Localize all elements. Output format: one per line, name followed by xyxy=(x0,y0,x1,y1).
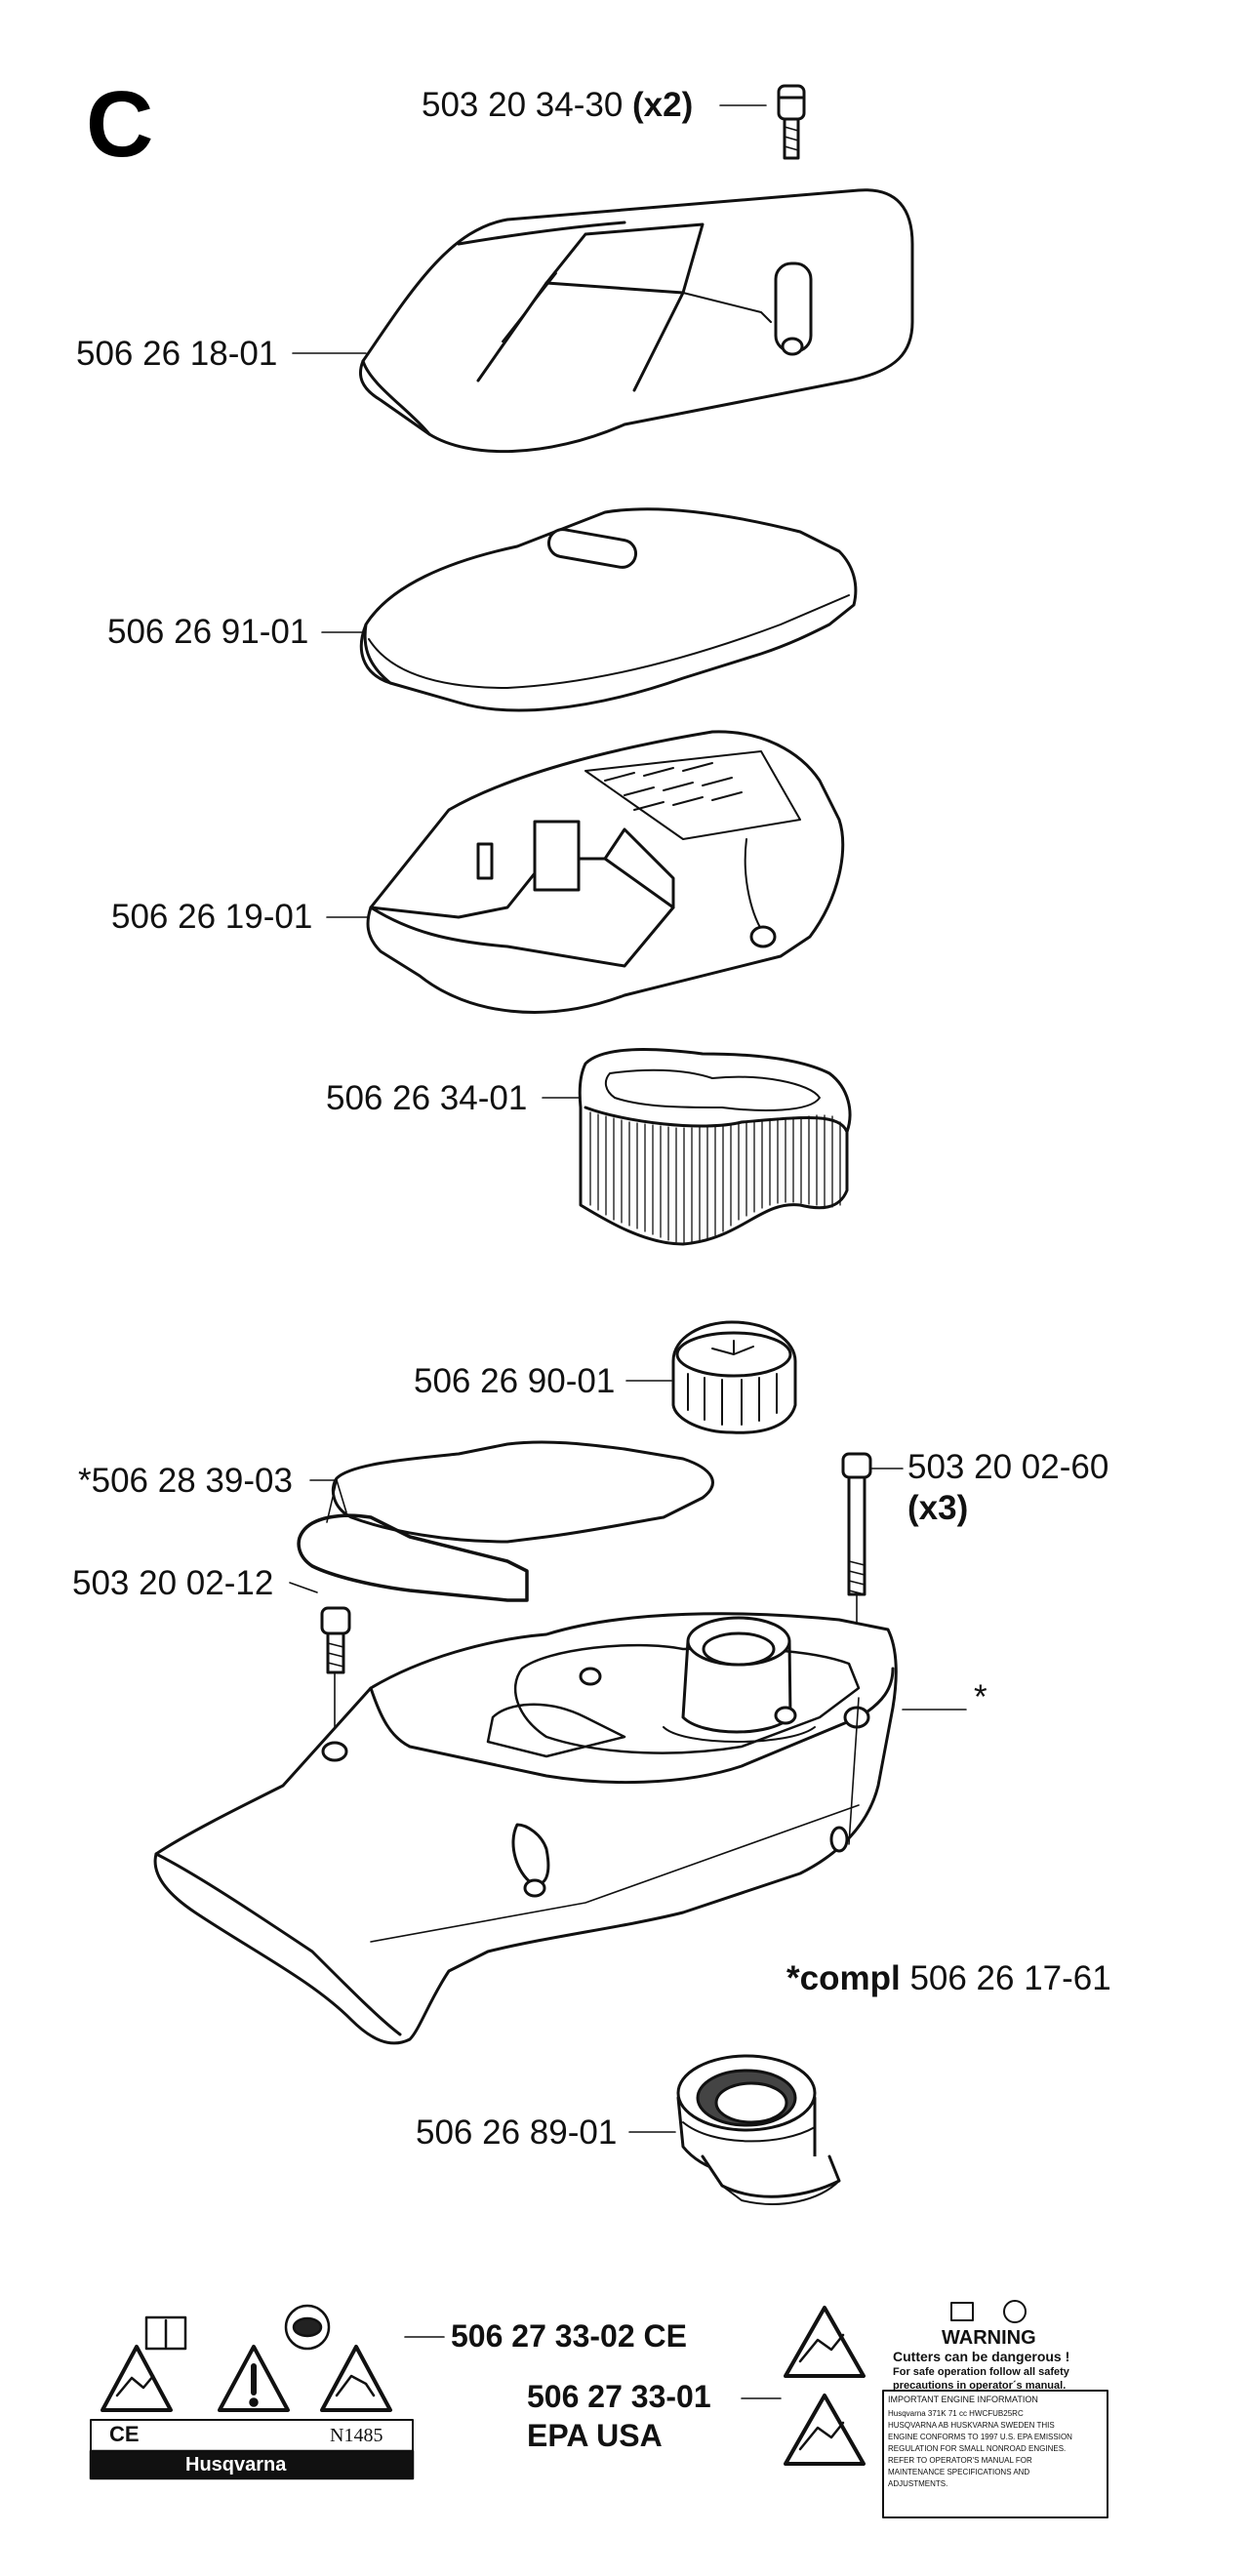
info-line: MAINTENANCE SPECIFICATIONS AND xyxy=(888,2468,1030,2476)
screw-long-qty: (x3) xyxy=(907,1489,969,1527)
compl-number: 506 26 17-61 xyxy=(909,1959,1111,1997)
screw-short xyxy=(320,1606,351,1674)
cover-part xyxy=(358,188,914,454)
screw-long xyxy=(841,1452,872,1596)
screw-long-label: 503 20 02-60 xyxy=(907,1448,1109,1486)
cover-label: 506 26 18-01 xyxy=(76,335,278,373)
screw-top-label: 503 20 34-30 (x2) xyxy=(422,88,693,122)
brand-logo-ce: Husqvarna xyxy=(185,2454,287,2475)
warning-title: WARNING xyxy=(942,2327,1036,2349)
info-line: ENGINE CONFORMS TO 1997 U.S. EPA EMISSIO… xyxy=(888,2433,1072,2441)
rubber-bellow-label: 506 26 89-01 xyxy=(416,2113,618,2152)
gasket-part xyxy=(297,1440,714,1602)
ce-mark: CE xyxy=(109,2422,140,2446)
info-line: REGULATION FOR SMALL NONROAD ENGINES. xyxy=(888,2444,1067,2453)
screw-top-number: 503 20 34-30 xyxy=(422,86,624,124)
info-line: Husqvarna 371K 71 cc HWCFUB25RC xyxy=(888,2409,1024,2418)
section-letter: C xyxy=(86,72,154,177)
air-filter-part xyxy=(578,1048,852,1246)
warning-line3: precautions in operator´s manual. xyxy=(893,2380,1067,2392)
filter-lid-label: 506 26 91-01 xyxy=(107,613,309,651)
decal-epa xyxy=(784,2300,1108,2518)
decal-epa-number: 506 27 33-01 xyxy=(527,2379,711,2414)
warning-line1: Cutters can be dangerous ! xyxy=(893,2349,1070,2364)
info-line: HUSQVARNA AB HUSKVARNA SWEDEN THIS xyxy=(888,2421,1055,2430)
compl-label: *compl 506 26 17-61 xyxy=(786,1961,1111,1995)
screw-top xyxy=(777,84,806,160)
nut-part xyxy=(671,1320,797,1434)
leader-lines xyxy=(289,104,967,2399)
air-filter-label: 506 26 34-01 xyxy=(326,1079,528,1117)
decal-epa-suffix: EPA USA xyxy=(527,2418,663,2453)
info-block: Husqvarna 371K 71 cc HWCFUB25RC HUSQVARN… xyxy=(888,2408,1105,2490)
filter-lid-part xyxy=(359,507,858,712)
info-title: IMPORTANT ENGINE INFORMATION xyxy=(888,2395,1038,2404)
decal-ce xyxy=(89,2304,415,2480)
filter-holder-part xyxy=(366,730,845,1014)
warning-line2: For safe operation follow all safety xyxy=(893,2366,1069,2378)
filter-housing-part xyxy=(153,1612,898,2045)
decal-ce-number: 506 27 33-02 CE xyxy=(451,2318,687,2354)
info-line: ADJUSTMENTS. xyxy=(888,2479,948,2488)
gasket-label: *506 28 39-03 xyxy=(78,1462,293,1500)
rubber-bellow-part xyxy=(676,2054,841,2205)
asterisk-label: * xyxy=(974,1678,987,1716)
compl-prefix: *compl xyxy=(786,1959,901,1997)
filter-holder-label: 506 26 19-01 xyxy=(111,898,313,936)
info-line: REFER TO OPERATOR'S MANUAL FOR xyxy=(888,2456,1032,2465)
screw-top-qty: (x2) xyxy=(632,86,694,124)
n-code: N1485 xyxy=(330,2425,383,2446)
nut-label: 506 26 90-01 xyxy=(414,1362,616,1400)
screw-short-label: 503 20 02-12 xyxy=(72,1564,274,1602)
